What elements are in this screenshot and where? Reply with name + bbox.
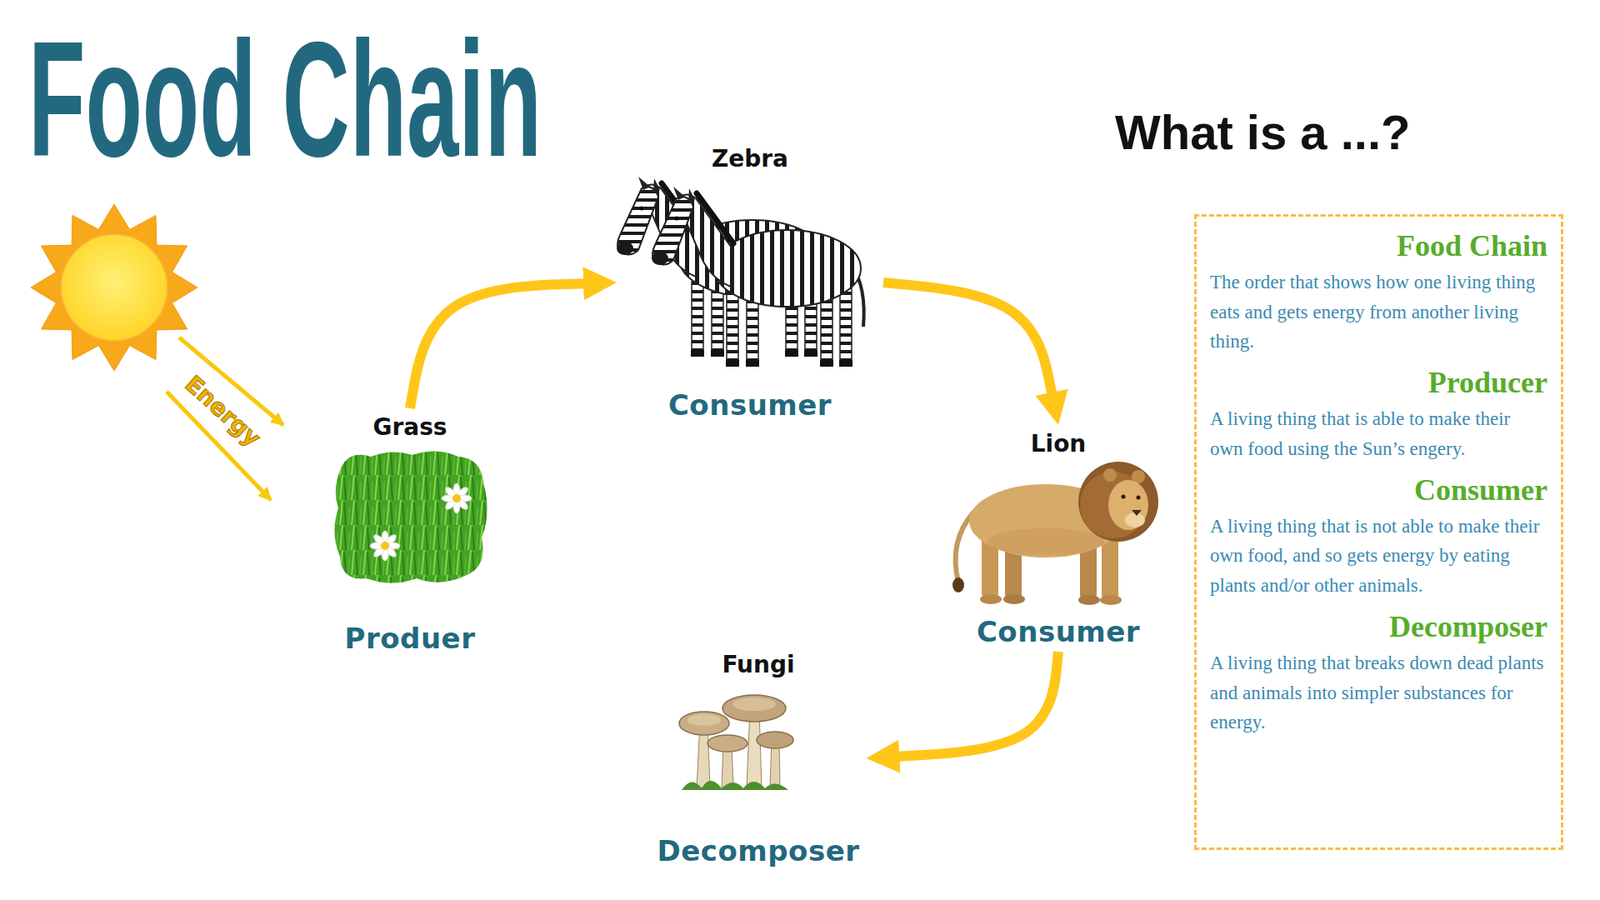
fungi-illustration [722, 695, 786, 722]
fungi-illustration [756, 731, 794, 749]
fungi-illustration [732, 697, 776, 711]
organism-name: Grass [372, 413, 447, 441]
zebra-illustration [616, 176, 865, 367]
organism-name: Fungi [721, 650, 795, 679]
lion-illustration [952, 461, 1159, 605]
sun [30, 204, 198, 371]
fungi-illustration [687, 714, 721, 726]
food-chain-stage: FungiDecomposer [650, 645, 867, 871]
glossary-term: Food Chain [1210, 228, 1548, 265]
fungi-illustration [679, 695, 794, 790]
grass-illustration [334, 450, 487, 583]
lion-illustration [1108, 480, 1149, 530]
lion-illustration [1103, 468, 1117, 482]
grass-illustration [334, 450, 487, 583]
lion-illustration [987, 528, 1105, 555]
food-chain-stage: GrassProduer [330, 408, 490, 659]
lion-illustration [1121, 495, 1126, 500]
lion-illustration [952, 577, 965, 593]
lion-illustration [1078, 461, 1159, 542]
food-chain-stage: ZebraConsumer [616, 140, 884, 425]
glossary-heading: What is a ...? [1115, 105, 1548, 160]
diagram-title: Food Chain [28, 18, 542, 182]
energy-flow-arrow [883, 282, 1052, 395]
energy-arrows [166, 337, 284, 500]
lion-illustration [1125, 512, 1145, 528]
lion-illustration [1136, 495, 1141, 500]
grass-illustration [370, 530, 400, 561]
sun [30, 204, 198, 371]
fungi-illustration [679, 711, 730, 735]
glossary-term: Producer [1210, 365, 1548, 401]
fungi-illustration [707, 735, 748, 752]
energy-flow-arrow [897, 651, 1059, 757]
energy-label: Energy [180, 371, 265, 453]
glossary-definition: A living thing that is able to make thei… [1210, 404, 1548, 464]
energy-flow-arrow [410, 283, 585, 409]
trophic-role: Consumer [976, 615, 1140, 649]
trophic-role: Consumer [668, 388, 832, 422]
glossary-term: Decomposer [1210, 609, 1548, 645]
lion-illustration [1078, 595, 1100, 605]
glossary-definition: The order that shows how one living thin… [1210, 267, 1548, 357]
glossary-definition: A living thing that is not able to make … [1210, 511, 1548, 601]
trophic-role: Produer [345, 621, 476, 655]
lion-illustration [1003, 594, 1025, 605]
fungi-illustration [681, 780, 789, 790]
zebra-illustration [651, 186, 865, 367]
grass-illustration [334, 450, 487, 583]
sun [60, 234, 168, 341]
glossary-term: Consumer [1210, 472, 1548, 509]
glossary-box: What is a ...?Food ChainThe order that s… [1194, 214, 1564, 850]
organism-name: Lion [1030, 430, 1087, 458]
lion-illustration [1131, 510, 1142, 516]
trophic-role: Decomposer [657, 834, 860, 868]
glossary-definition: A living thing that breaks down dead pla… [1210, 648, 1548, 738]
grass-illustration [441, 483, 472, 514]
organism-name: Zebra [711, 145, 789, 173]
food-chain-stage: LionConsumer [941, 425, 1175, 652]
lion-illustration [980, 594, 1002, 605]
lion-illustration [1100, 595, 1122, 605]
connectors [410, 282, 1059, 757]
